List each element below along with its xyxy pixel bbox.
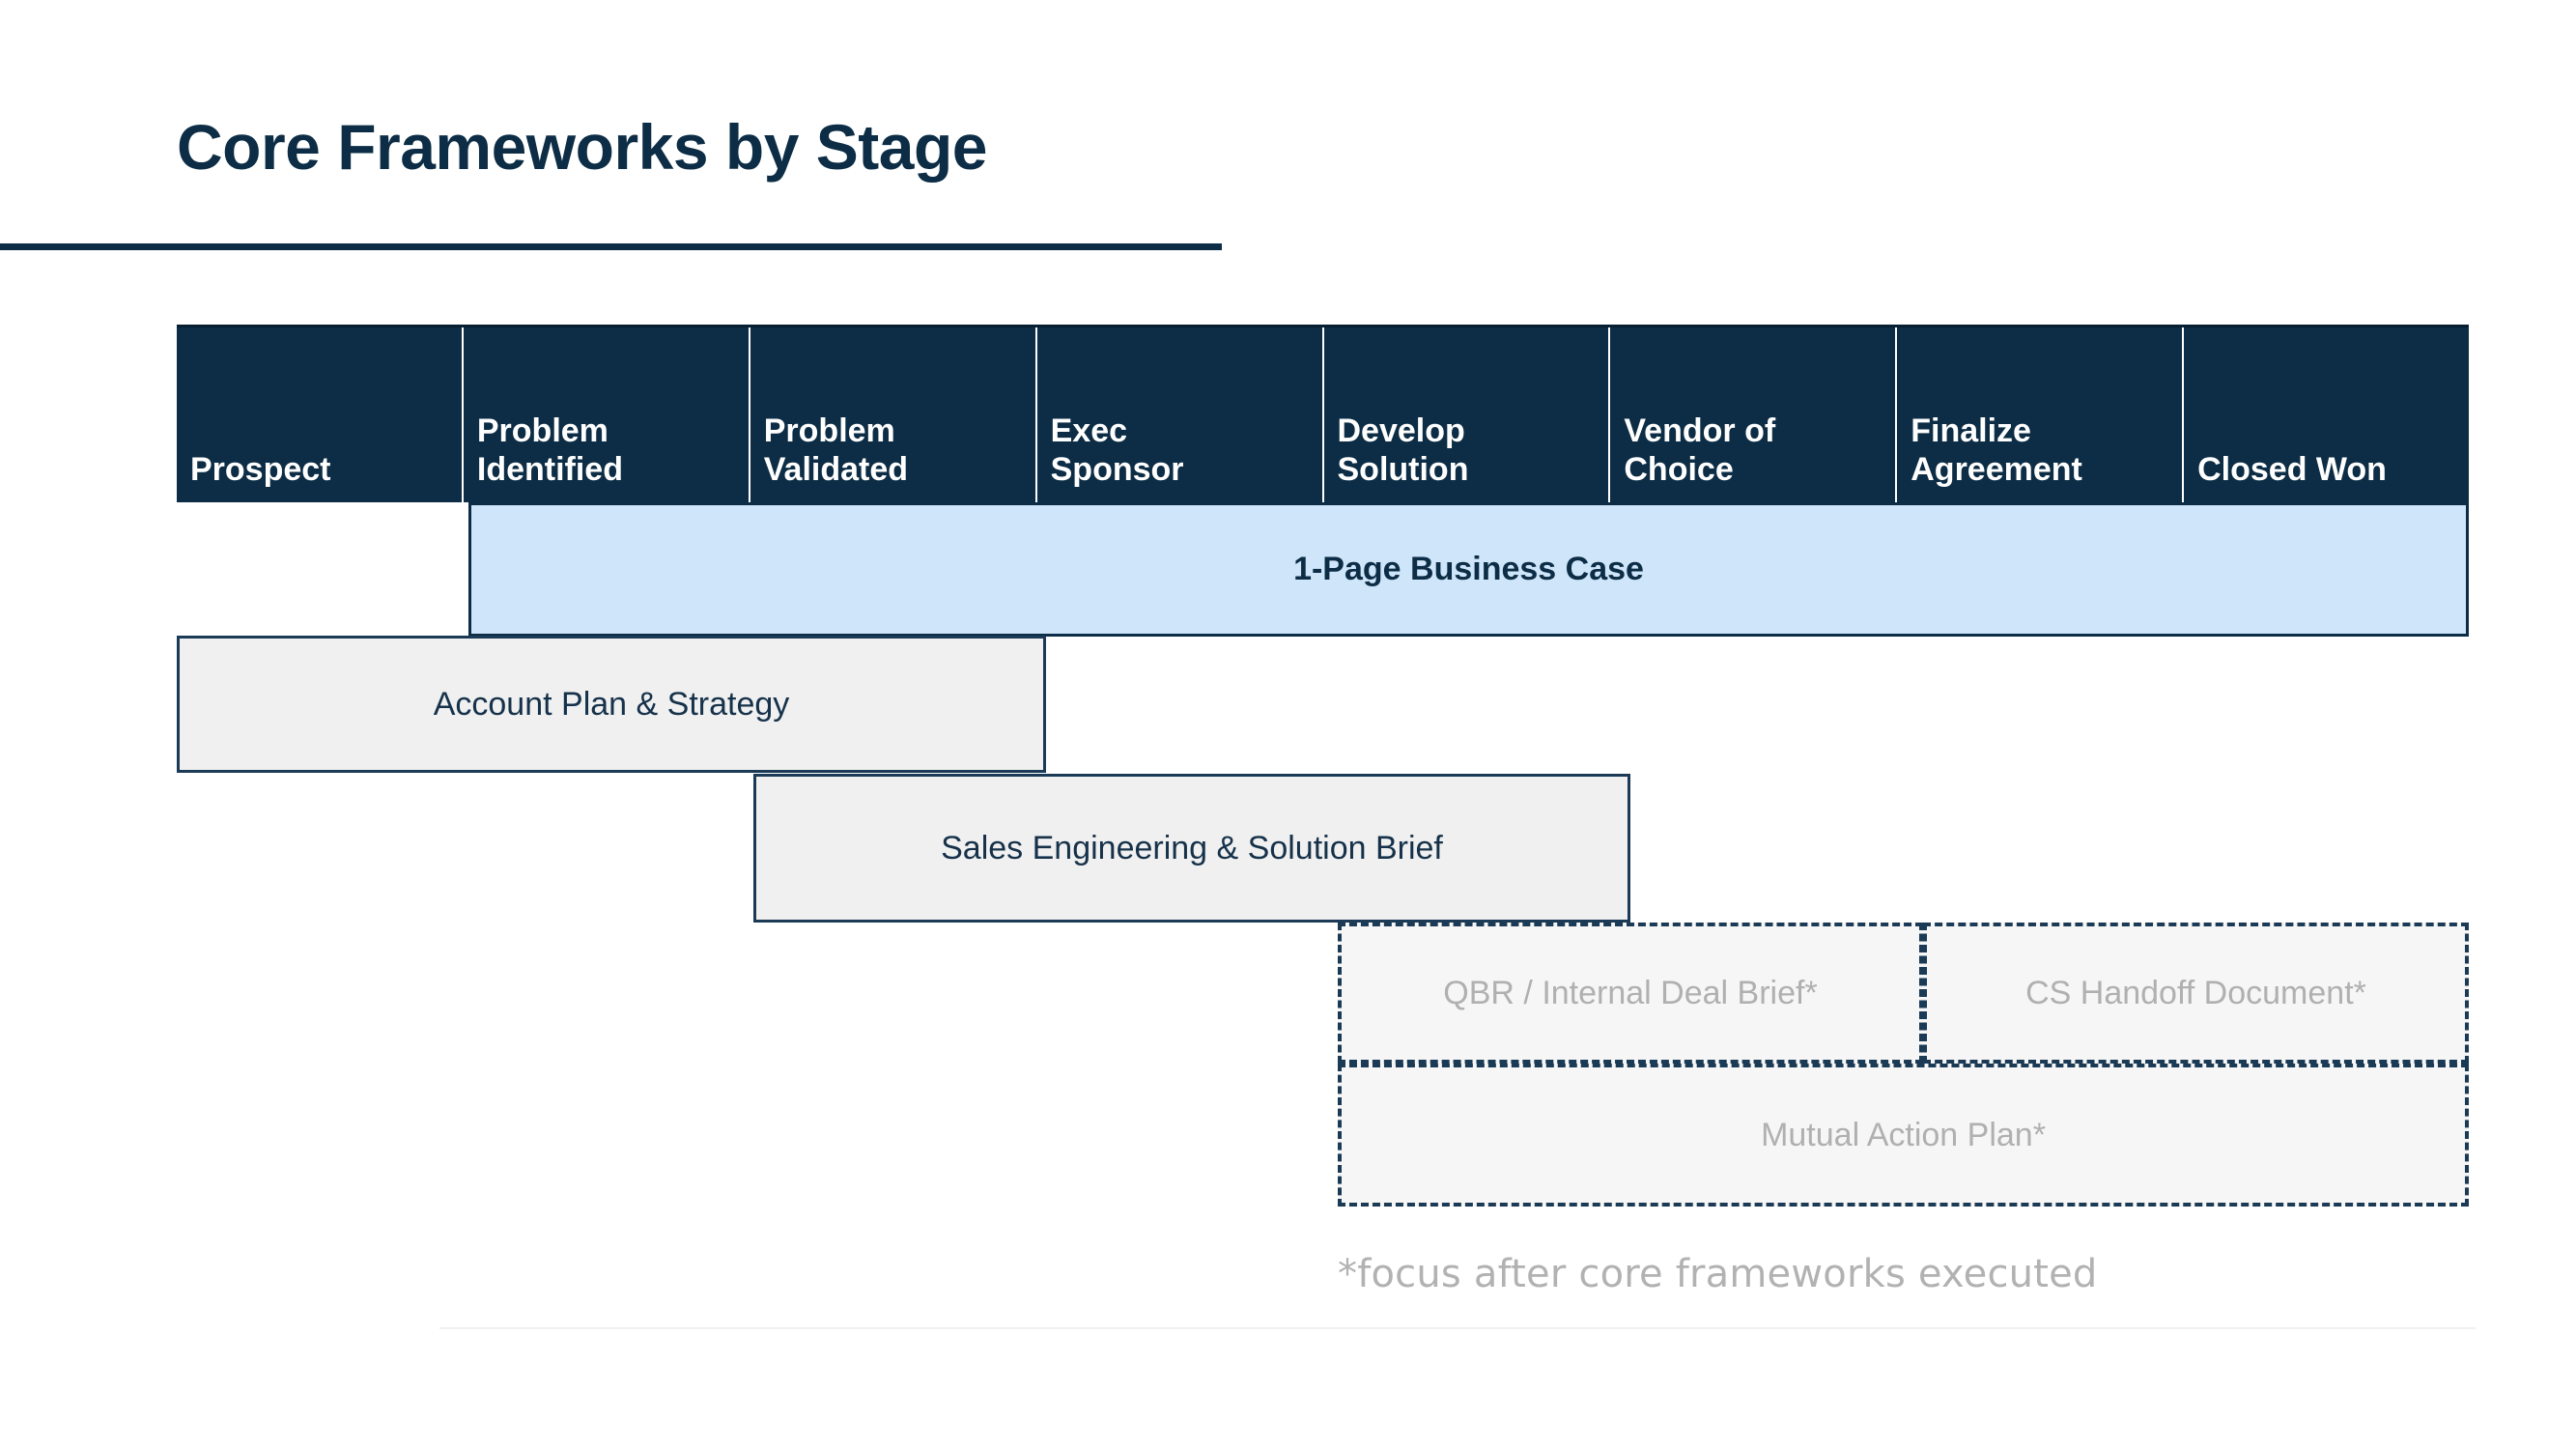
stage-label: Vendor of Choice: [1624, 412, 1776, 488]
framework-bar-mutual-action-plan[interactable]: Mutual Action Plan*: [1338, 1064, 2469, 1207]
stage-cell-vendor-of-choice[interactable]: Vendor of Choice: [1608, 327, 1895, 502]
title-underline-rule: [0, 243, 1222, 250]
stage-label: Closed Won: [2197, 450, 2387, 488]
stage-label: Problem Validated: [763, 412, 909, 488]
framework-bar-sales-engineering[interactable]: Sales Engineering & Solution Brief: [753, 774, 1630, 923]
framework-bar-business-case[interactable]: 1-Page Business Case: [468, 502, 2469, 637]
framework-bar-qbr[interactable]: QBR / Internal Deal Brief*: [1338, 923, 1923, 1064]
stage-label: Problem Identified: [476, 412, 623, 488]
framework-label: Account Plan & Strategy: [433, 685, 790, 723]
page-title: Core Frameworks by Stage: [177, 111, 987, 183]
framework-label: Sales Engineering & Solution Brief: [941, 829, 1443, 867]
stage-cell-prospect[interactable]: Prospect: [177, 327, 462, 502]
framework-label: 1-Page Business Case: [1293, 551, 1644, 588]
stage-cell-problem-identified[interactable]: Problem Identified: [461, 327, 749, 502]
framework-label: Mutual Action Plan*: [1761, 1116, 2046, 1153]
framework-bar-cs-handoff[interactable]: CS Handoff Document*: [1923, 923, 2469, 1064]
framework-label: CS Handoff Document*: [2025, 974, 2366, 1011]
stage-cell-exec-sponsor[interactable]: Exec Sponsor: [1034, 327, 1322, 502]
stage-label: Finalize Agreement: [1911, 412, 2082, 488]
stage-cell-develop-solution[interactable]: Develop Solution: [1321, 327, 1609, 502]
stage-label: Prospect: [190, 450, 331, 488]
stage-header-row: Prospect Problem Identified Problem Vali…: [177, 325, 2469, 502]
footer-divider-rule: [439, 1327, 2476, 1329]
framework-bar-account-plan[interactable]: Account Plan & Strategy: [177, 636, 1046, 773]
stage-label: Develop Solution: [1337, 412, 1469, 488]
footnote-text: *focus after core frameworks executed: [1338, 1252, 2098, 1296]
stage-cell-problem-validated[interactable]: Problem Validated: [748, 327, 1035, 502]
framework-label: QBR / Internal Deal Brief*: [1443, 974, 1818, 1011]
stage-cell-finalize-agreement[interactable]: Finalize Agreement: [1895, 327, 2182, 502]
stage-cell-closed-won[interactable]: Closed Won: [2182, 327, 2469, 502]
stage-label: Exec Sponsor: [1050, 412, 1184, 488]
